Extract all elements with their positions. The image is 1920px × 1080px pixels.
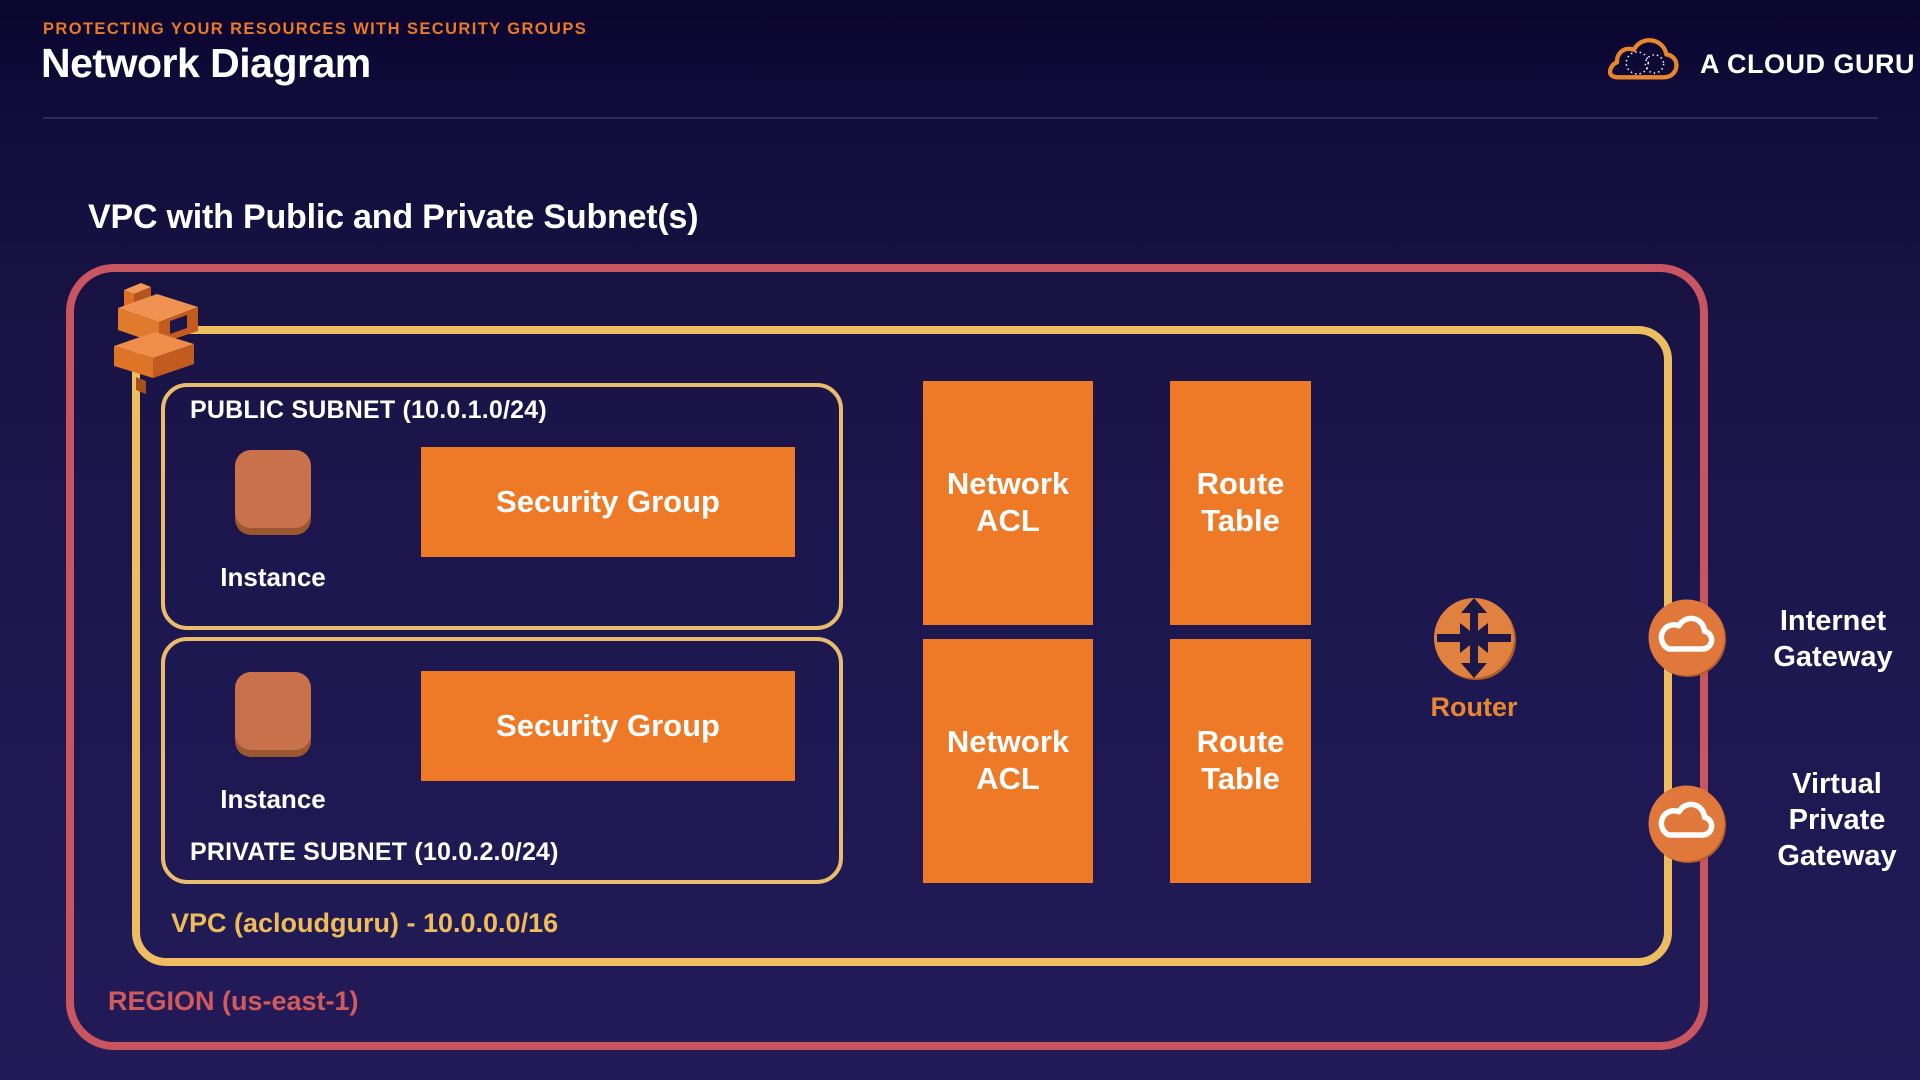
private-subnet-boundary [161, 637, 843, 884]
route-table-box: Route Table [1170, 639, 1311, 883]
brand-name: A CLOUD GURU [1700, 49, 1915, 79]
virtual-private-gateway-icon [1647, 783, 1727, 868]
virtual-private-gateway-label: Virtual Private Gateway [1777, 768, 1897, 872]
security-group-box: Security Group [421, 447, 795, 557]
slide-kicker: PROTECTING YOUR RESOURCES WITH SECURITY … [43, 20, 588, 38]
router-label: Router [1430, 692, 1518, 722]
vpc-label: VPC (acloudguru) - 10.0.0.0/16 [171, 908, 559, 938]
page-title: Network Diagram [41, 40, 371, 86]
instance-icon [235, 450, 311, 528]
instance-label: Instance [220, 784, 326, 814]
router-icon [1433, 596, 1517, 685]
instance-label: Instance [220, 562, 326, 592]
instance-icon [235, 672, 311, 750]
internet-gateway-icon [1647, 597, 1727, 682]
public-subnet-boundary [161, 383, 843, 630]
cloud-logo-icon [1600, 34, 1686, 95]
public-subnet-label: PUBLIC SUBNET (10.0.1.0/24) [190, 396, 547, 424]
network-acl-box: Network ACL [923, 639, 1093, 883]
route-table-box: Route Table [1170, 381, 1311, 625]
security-group-box: Security Group [421, 671, 795, 781]
private-subnet-label: PRIVATE SUBNET (10.0.2.0/24) [190, 838, 559, 866]
header-divider [43, 117, 1878, 119]
region-label: REGION (us-east-1) [108, 986, 359, 1016]
brand-logo: A CLOUD GURU [1600, 34, 1915, 95]
vpc-icon [110, 274, 205, 401]
internet-gateway-label: Internet Gateway [1773, 605, 1893, 673]
diagram-title: VPC with Public and Private Subnet(s) [88, 198, 699, 236]
network-acl-box: Network ACL [923, 381, 1093, 625]
